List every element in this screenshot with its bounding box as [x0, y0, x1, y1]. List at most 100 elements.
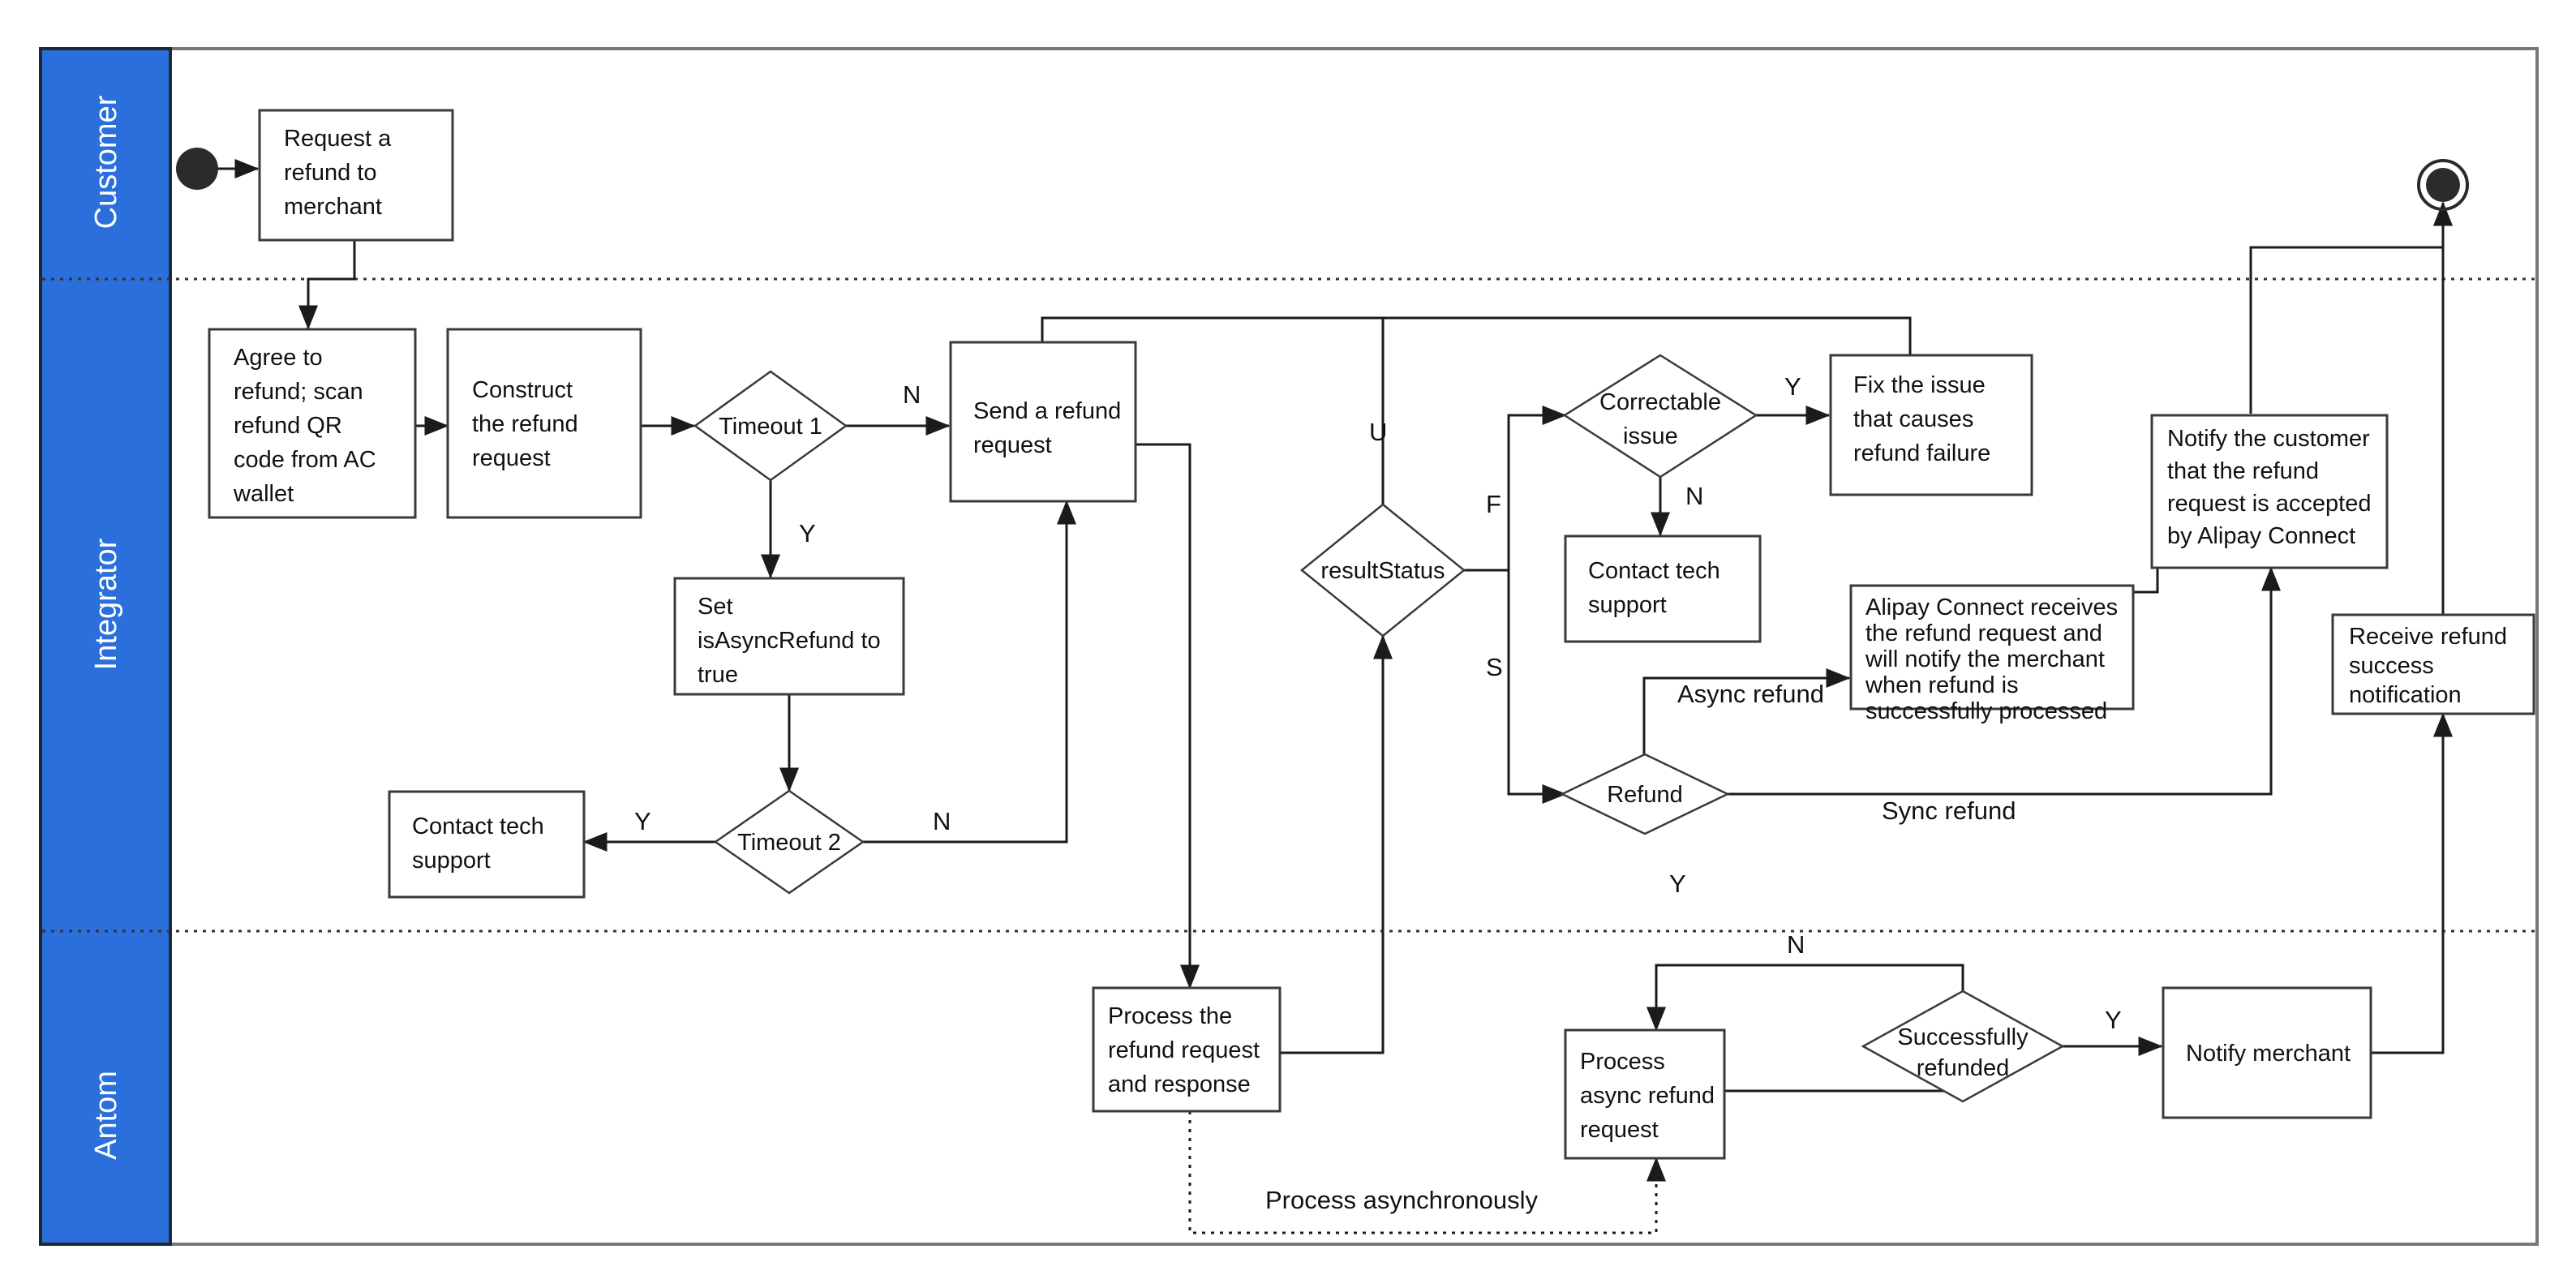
- node-set-isasyncrefund-true[interactable]: Set isAsyncRefund to true Set isAsyncRef…: [0, 0, 905, 696]
- node-notify-customer[interactable]: Notify the customer that the refund requ…: [0, 0, 2389, 569]
- edge-label-timeout2-n: N: [933, 807, 951, 835]
- edge-label-refund-y: Y: [1669, 869, 1686, 898]
- node-receive-line1: Receive refund: [2349, 624, 2507, 650]
- node-processrr-line1: Process the: [1108, 1003, 1232, 1029]
- node-request-refund-line3: merchant: [284, 194, 382, 220]
- edge-label-correctable-n: N: [1685, 482, 1703, 510]
- node-successfully-refunded[interactable]: Successfully refunded Successfully refun…: [0, 0, 2065, 1103]
- node-agree-line5: wallet: [233, 481, 294, 507]
- edge-notify-merchant-to-receive-notification: [2371, 712, 2453, 1054]
- node-fix-issue[interactable]: Fix the issue that causes refund failure…: [0, 0, 2033, 496]
- node-setasync-line1: Set: [698, 594, 733, 620]
- edge-timeout2-n-to-send: [863, 500, 1076, 844]
- node-agree-line4: code from AC: [234, 447, 376, 473]
- lane-label-customer: Customer: [89, 95, 123, 229]
- node-notifycust-line4: by Alipay Connect: [2167, 523, 2355, 549]
- node-notifycust-line1: Notify the customer: [2167, 426, 2370, 452]
- edge-label-status-s: S: [1486, 653, 1503, 681]
- edge-request-to-agree: [298, 239, 356, 330]
- node-request-refund-line2: refund to: [284, 160, 376, 186]
- node-correctable-line1: Correctable: [1599, 389, 1721, 415]
- node-process-refund-request-response[interactable]: Process the refund request and response …: [0, 0, 1282, 1113]
- node-fix-line1: Fix the issue: [1853, 372, 1986, 398]
- node-processrr-line2: refund request: [1108, 1037, 1260, 1063]
- node-request-refund-line1: Request a: [284, 126, 392, 152]
- end-node-ring: [2417, 159, 2469, 211]
- end-node: [2426, 168, 2460, 202]
- edge-successfully-refunded-n-to-async-request: [1646, 964, 1964, 1032]
- edge-process-asynchronously: [1188, 1111, 1666, 1234]
- node-timeout-2-label: Timeout 2: [737, 830, 841, 856]
- node-construct-line1: Construct: [472, 377, 573, 403]
- node-contact-tech-support-middle[interactable]: Contact tech support Contact tech suppor…: [0, 0, 1762, 643]
- node-fix-line3: refund failure: [1853, 440, 1990, 466]
- node-send-line2: request: [973, 432, 1052, 458]
- node-agree-line2: refund; scan: [234, 379, 363, 405]
- edge-send-to-process-refund: [1136, 443, 1200, 990]
- node-timeout-2[interactable]: Timeout 2: [713, 789, 865, 895]
- edge-resultstatus-f-to-correctable: [1464, 406, 1567, 572]
- node-construct-refund-request[interactable]: Construct the refund request Construct t…: [0, 0, 642, 519]
- node-request-refund[interactable]: Request a refund to merchant Request a r…: [0, 0, 454, 242]
- edge-label-success-y: Y: [2105, 1006, 2122, 1034]
- node-alipay-line2: the refund request and: [1865, 620, 2102, 646]
- node-contact-left-line1: Contact tech: [412, 814, 544, 839]
- node-resultstatus[interactable]: resultStatus: [1300, 503, 1466, 638]
- node-send-line1: Send a refund: [973, 398, 1121, 424]
- node-contact-mid-line2: support: [1588, 592, 1667, 618]
- node-successful-line1: Successfully: [1897, 1024, 2029, 1050]
- edge-fix-to-top-rail: [1042, 316, 1912, 355]
- node-alipay-line4: when refund is: [1865, 672, 2019, 698]
- edge-label-refund-sync: Sync refund: [1882, 796, 2016, 825]
- node-receive-line3: notification: [2349, 682, 2462, 708]
- node-contact-mid-line1: Contact tech: [1588, 558, 1720, 584]
- edge-notify-customer-to-end: [2249, 201, 2453, 414]
- node-contact-tech-support-left[interactable]: Contact tech support Contact tech suppor…: [0, 0, 586, 899]
- node-construct-line3: request: [472, 445, 551, 471]
- node-construct-line2: the refund: [472, 411, 578, 437]
- lane-label-integrator: Integrator: [89, 538, 123, 670]
- node-successful-line2: refunded: [1917, 1055, 2010, 1081]
- node-fix-line2: that causes: [1853, 406, 1973, 432]
- edge-process-refund-to-resultstatus: [1280, 634, 1393, 1054]
- edge-label-correctable-y: Y: [1784, 372, 1801, 401]
- node-processrr-line3: and response: [1108, 1071, 1251, 1097]
- node-correctable-issue[interactable]: Correctable issue Correctable issue: [0, 0, 1758, 479]
- node-receive-line2: success: [2349, 653, 2434, 679]
- node-notifycust-line3: request is accepted: [2167, 491, 2371, 517]
- node-agree-line3: refund QR: [234, 413, 342, 439]
- node-refund-label: Refund: [1607, 782, 1683, 808]
- node-refund-decision[interactable]: Refund: [1560, 753, 1730, 835]
- edge-label-process-asynchronously: Process asynchronously: [1265, 1186, 1538, 1214]
- node-receive-refund-success[interactable]: Receive refund success notification Rece…: [0, 0, 2535, 715]
- node-timeout-1[interactable]: Timeout 1: [693, 370, 848, 482]
- edge-label-timeout1-n: N: [903, 380, 921, 409]
- node-async-line1: Process: [1580, 1049, 1665, 1075]
- edge-label-success-n: N: [1787, 930, 1805, 959]
- node-send-refund-request[interactable]: Send a refund request Send a refund requ…: [0, 0, 1137, 503]
- edge-label-timeout1-y: Y: [799, 519, 816, 547]
- node-correctable-line2: issue: [1623, 423, 1678, 449]
- node-process-async-refund-request[interactable]: Process async refund request Process asy…: [0, 0, 1726, 1160]
- node-async-line3: request: [1580, 1117, 1659, 1143]
- node-setasync-line3: true: [698, 662, 738, 688]
- edge-label-status-u: U: [1369, 418, 1387, 446]
- node-agree-line1: Agree to: [234, 345, 323, 371]
- node-alipay-line3: will notify the merchant: [1865, 646, 2105, 672]
- start-node: [176, 148, 218, 190]
- node-setasync-line2: isAsyncRefund to: [698, 628, 881, 654]
- edge-label-refund-async: Async refund: [1677, 680, 1824, 708]
- lane-label-antom: Antom: [89, 1071, 123, 1160]
- node-notify-merchant[interactable]: Notify merchant: [2162, 986, 2372, 1119]
- node-alipay-connect-receives[interactable]: Alipay Connect receives the refund reque…: [0, 0, 2135, 724]
- lane-band: [39, 47, 172, 1246]
- edge-resultstatus-s-to-refund: [1464, 569, 1567, 804]
- node-alipay-line1: Alipay Connect receives: [1865, 595, 2118, 620]
- node-notifycust-line2: that the refund: [2167, 458, 2319, 484]
- node-alipay-line5: successfully processed: [1865, 698, 2107, 724]
- edge-refund-sync-to-notify-customer: [1728, 566, 2281, 796]
- node-agree-refund-scan-qr[interactable]: Agree to refund; scan refund QR code fro…: [0, 0, 417, 519]
- node-timeout-1-label: Timeout 1: [719, 414, 822, 440]
